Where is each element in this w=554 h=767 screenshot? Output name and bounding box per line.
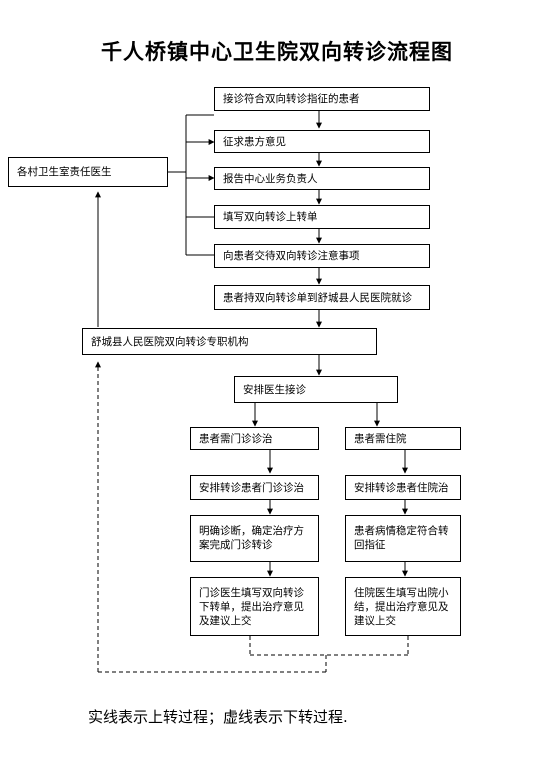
inpatient-stable-box: 患者病情稳定符合转回指征 — [345, 515, 461, 562]
legend-text: 实线表示上转过程；虚线表示下转过程. — [88, 708, 348, 726]
inpatient-need-box: 患者需住院 — [345, 427, 461, 450]
seek-opinion-box: 征求患方意见 — [214, 130, 430, 153]
patient-visit-box: 患者持双向转诊单到舒城县人民医院就诊 — [214, 285, 430, 310]
inpatient-summary-box: 住院医生填写出院小结，提出治疗意见及建议上交 — [345, 577, 461, 636]
arrange-doctor-box: 安排医生接诊 — [234, 376, 398, 403]
county-hospital-box: 舒城县人民医院双向转诊专职机构 — [82, 328, 377, 355]
page-title: 千人桥镇中心卫生院双向转诊流程图 — [101, 40, 453, 64]
outpatient-arrange-box: 安排转诊患者门诊诊治 — [190, 475, 319, 500]
village-doctor-box: 各村卫生室责任医生 — [8, 157, 168, 187]
inpatient-arrange-box: 安排转诊患者住院治 — [345, 475, 461, 500]
outpatient-downward-box: 门诊医生填写双向转诊下转单，提出治疗意见及建议上交 — [190, 577, 319, 636]
receive-patient-box: 接诊符合双向转诊指征的患者 — [214, 87, 430, 111]
fill-upward-form-box: 填写双向转诊上转单 — [214, 205, 430, 229]
report-leader-box: 报告中心业务负责人 — [214, 167, 430, 190]
outpatient-diagnose-box: 明确诊断，确定治疗方案完成门诊转诊 — [190, 515, 319, 562]
explain-notes-box: 向患者交待双向转诊注意事项 — [214, 244, 430, 268]
outpatient-need-box: 患者需门诊诊治 — [190, 427, 319, 450]
